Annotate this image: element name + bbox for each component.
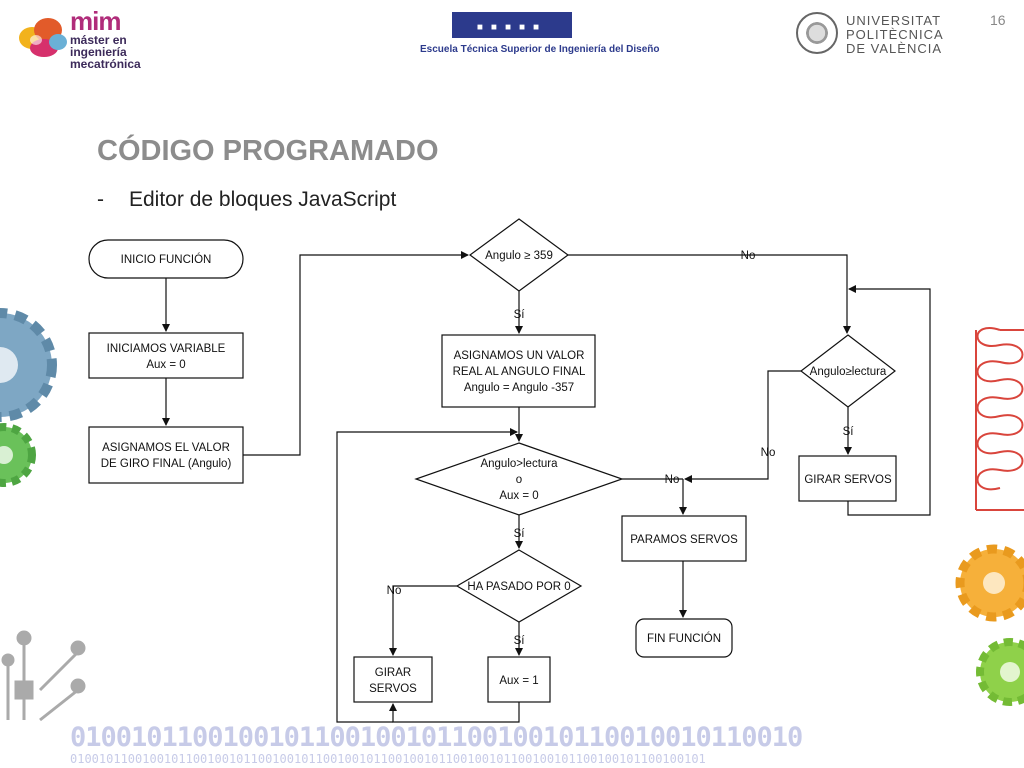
bullet-item: - Editor de bloques JavaScript bbox=[97, 188, 396, 212]
iniciamos-variable-node bbox=[88, 332, 244, 379]
decision-pasado-label: HA PASADO POR 0 bbox=[467, 581, 570, 593]
decision-lectura-aux-label-1: Angulo>lectura bbox=[480, 458, 558, 470]
upv-line3: DE VALÈNCIA bbox=[846, 41, 943, 56]
coil-decoration-icon bbox=[975, 327, 1024, 511]
label-no-lectura-aux: No bbox=[665, 474, 680, 486]
upv-line1: UNIVERSITAT bbox=[846, 13, 942, 28]
asignamos-real-node bbox=[441, 334, 596, 408]
lime-gear-icon bbox=[976, 638, 1024, 706]
asignamos-real-label-3: Angulo = Angulo -357 bbox=[464, 382, 574, 394]
etsid-logo-bar bbox=[452, 12, 572, 38]
paramos-servos-label: PARAMOS SERVOS bbox=[630, 534, 738, 546]
green-gear-icon bbox=[0, 423, 36, 487]
mim-logo-line3: mecatrónica bbox=[70, 57, 141, 71]
mim-logo-line1: máster en bbox=[70, 33, 127, 47]
bullet-text: Editor de bloques JavaScript bbox=[129, 188, 397, 211]
label-si-359: Sí bbox=[514, 309, 526, 321]
decision-lectura-aux-label-3: Aux = 0 bbox=[499, 490, 538, 502]
decision-angulo-359-label: Angulo ≥ 359 bbox=[485, 250, 553, 262]
etsid-logo: ■■■■■ Escuela Técnica Superior de Ingeni… bbox=[420, 12, 660, 62]
blue-gear-icon bbox=[0, 308, 57, 422]
label-no-359: No bbox=[741, 250, 756, 262]
iniciamos-variable-label-1: INICIAMOS VARIABLE bbox=[107, 343, 226, 355]
girar-servos-left-label-2: SERVOS bbox=[369, 683, 417, 695]
asignamos-giro-label-2: DE GIRO FINAL (Angulo) bbox=[101, 458, 232, 470]
girar-servos-left-label-1: GIRAR bbox=[375, 667, 411, 679]
inicio-funcion-label: INICIO FUNCIÓN bbox=[121, 253, 212, 266]
label-si-pasado: Sí bbox=[514, 635, 526, 647]
binary-decoration-line-2: 0100101100100101100100101100100101100100… bbox=[70, 752, 706, 766]
upv-line2: POLITÈCNICA bbox=[846, 27, 944, 42]
circuit-decoration-icon bbox=[1, 630, 86, 722]
upv-logo: UNIVERSITAT POLITÈCNICA DE VALÈNCIA bbox=[796, 12, 946, 58]
slide-title: CÓDIGO PROGRAMADO bbox=[97, 135, 439, 167]
girar-servos-right-label: GIRAR SERVOS bbox=[804, 474, 892, 486]
slide-number: 16 bbox=[990, 12, 1006, 28]
asignamos-real-label-1: ASIGNAMOS UN VALOR bbox=[454, 350, 585, 362]
mim-logo: mim máster en ingeniería mecatrónica bbox=[18, 6, 148, 70]
label-si-lectura: Sí bbox=[843, 426, 855, 438]
girar-servos-left-node bbox=[353, 656, 433, 703]
girar-servos-right-node bbox=[798, 455, 897, 502]
binary-decoration-line-1: 0100101100100101100100101100100101100100… bbox=[70, 722, 803, 753]
etsid-logo-caption: Escuela Técnica Superior de Ingeniería d… bbox=[420, 44, 660, 55]
fin-funcion-node bbox=[635, 618, 733, 658]
paramos-servos-node bbox=[621, 515, 747, 562]
etsid-logo-dots: ■■■■■ bbox=[476, 22, 548, 33]
aux-1-label: Aux = 1 bbox=[499, 675, 538, 687]
decision-angulo-lectura-label: Angulo≥lectura bbox=[810, 366, 887, 378]
label-si-lectura-aux: Sí bbox=[514, 528, 526, 540]
label-no-pasado: No bbox=[387, 585, 402, 597]
fin-funcion-label: FIN FUNCIÓN bbox=[647, 632, 721, 645]
asignamos-giro-label-1: ASIGNAMOS EL VALOR bbox=[102, 442, 230, 454]
asignamos-giro-node bbox=[88, 426, 244, 484]
mim-logo-text: mim bbox=[70, 6, 121, 36]
mim-logo-bubbles-icon bbox=[19, 18, 67, 57]
asignamos-real-label-2: REAL AL ANGULO FINAL bbox=[453, 366, 586, 378]
label-no-lectura: No bbox=[761, 447, 776, 459]
iniciamos-variable-label-2: Aux = 0 bbox=[146, 359, 185, 371]
decision-lectura-aux-label-2: o bbox=[516, 474, 522, 486]
mim-logo-line2: ingeniería bbox=[70, 45, 127, 59]
orange-gear-icon bbox=[955, 544, 1024, 622]
upv-seal-icon bbox=[796, 12, 838, 54]
aux-1-node bbox=[487, 656, 551, 703]
bullet-dash: - bbox=[97, 188, 104, 211]
